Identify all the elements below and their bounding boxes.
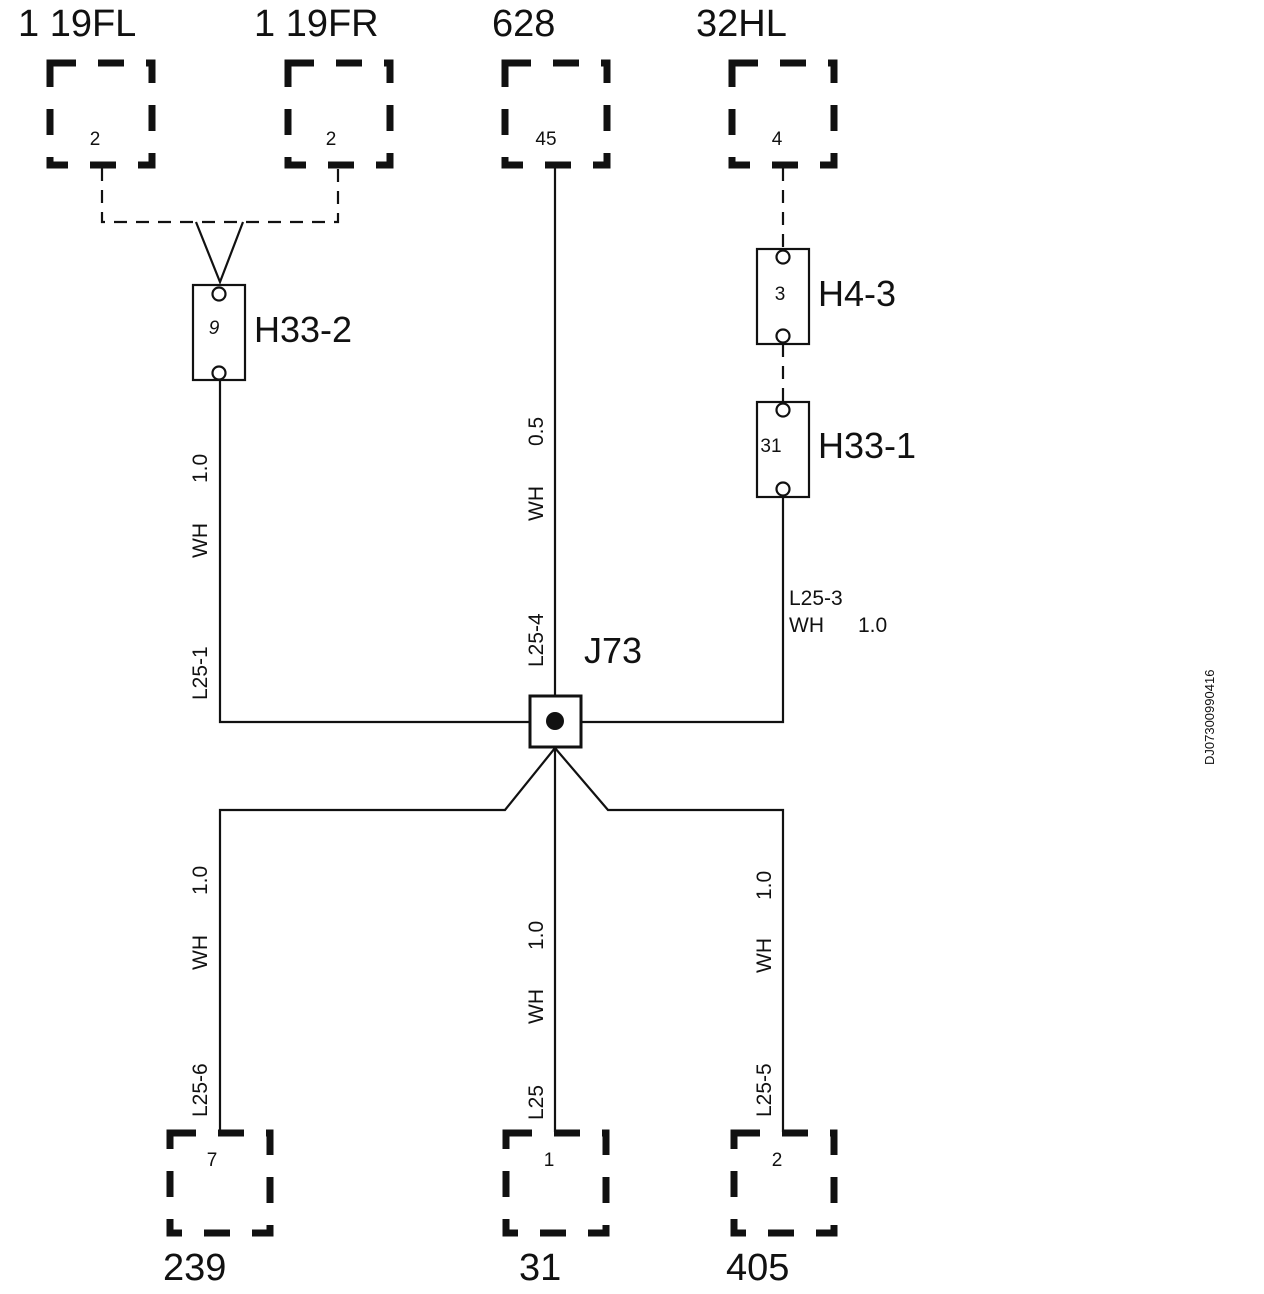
component-name: 1 19FL xyxy=(18,3,136,45)
wire-l25-5[interactable] xyxy=(554,747,785,1132)
wire-color-label: WH xyxy=(189,523,212,558)
connector-hole xyxy=(775,481,791,497)
pin-number: 9 xyxy=(209,318,220,339)
connector-name: H33-2 xyxy=(254,309,352,350)
pin-number: 7 xyxy=(207,1150,218,1171)
component-32hl[interactable]: 32HL 4 xyxy=(696,3,838,169)
component-box xyxy=(284,59,394,169)
connector-h4-3[interactable]: 3 H4-3 xyxy=(755,247,896,346)
connector-hole xyxy=(775,402,791,418)
splice-name: J73 xyxy=(584,630,642,671)
component-box xyxy=(730,1129,838,1237)
component-name: 239 xyxy=(163,1247,226,1289)
wire-color-label: WH xyxy=(525,486,548,521)
component-box xyxy=(502,1129,610,1237)
wire-size-label: 1.0 xyxy=(858,614,887,637)
wire-l25-3[interactable] xyxy=(581,497,785,724)
wire-id-label: L25-4 xyxy=(525,613,548,667)
splice-dot xyxy=(546,712,564,730)
wire-color-label: WH xyxy=(789,614,824,637)
pin-number: 3 xyxy=(775,284,786,305)
wire-id-label: L25-5 xyxy=(753,1063,776,1117)
component-name: 1 19FR xyxy=(254,3,379,45)
component-box xyxy=(501,59,611,169)
component-239[interactable]: 7 239 xyxy=(163,1129,274,1289)
component-name: 31 xyxy=(519,1247,561,1289)
component-405[interactable]: 2 405 xyxy=(726,1129,838,1289)
wire-color-label: WH xyxy=(189,935,212,970)
component-box xyxy=(46,59,156,169)
component-name: 32HL xyxy=(696,3,787,45)
connector-body xyxy=(755,400,811,499)
connector-h33-1[interactable]: 31 H33-1 xyxy=(755,400,916,499)
pin-number: 2 xyxy=(772,1150,783,1171)
component-31[interactable]: 1 31 xyxy=(502,1129,610,1289)
pin-number: 4 xyxy=(772,129,783,150)
component-box xyxy=(166,1129,274,1237)
pin-number: 31 xyxy=(760,436,781,457)
splice-j73[interactable]: J73 xyxy=(528,630,642,749)
component-1-19fr[interactable]: 1 19FR 2 xyxy=(254,3,394,169)
connector-body xyxy=(755,247,811,346)
wire-id-label: L25-3 xyxy=(789,587,843,610)
connector-hole xyxy=(775,249,791,265)
wire-id-label: L25-1 xyxy=(189,646,212,700)
document-id: DJ07300990416 xyxy=(1202,670,1217,765)
component-1-19fl[interactable]: 1 19FL 2 xyxy=(18,3,156,169)
wire-l25-1[interactable] xyxy=(218,380,530,724)
wire-l25-6[interactable] xyxy=(218,747,556,1132)
connector-hole xyxy=(211,365,227,381)
wire-size-label: 1.0 xyxy=(525,921,548,950)
component-name: 405 xyxy=(726,1247,789,1289)
connector-hole xyxy=(211,286,227,302)
component-box xyxy=(728,59,838,169)
component-name: 628 xyxy=(492,3,555,45)
pin-number: 2 xyxy=(90,129,101,150)
wire-id-label: L25 xyxy=(525,1085,548,1120)
wire-size-label: 1.0 xyxy=(189,866,212,895)
wire-color-label: WH xyxy=(753,938,776,973)
dashed-wire-fl-fr xyxy=(100,168,340,224)
connector-name: H33-1 xyxy=(818,425,916,466)
connector-h33-2[interactable]: 9 H33-2 xyxy=(191,283,352,382)
wire-color-label: WH xyxy=(525,989,548,1024)
connector-name: H4-3 xyxy=(818,273,896,314)
wire-size-label: 0.5 xyxy=(525,417,548,446)
wire-id-label: L25-6 xyxy=(189,1063,212,1117)
splice-box xyxy=(528,694,583,749)
pin-number: 2 xyxy=(326,129,337,150)
wire-size-label: 1.0 xyxy=(189,454,212,483)
wire-merge-to-h33-2 xyxy=(194,221,245,286)
wire-size-label: 1.0 xyxy=(753,871,776,900)
connector-hole xyxy=(775,328,791,344)
pin-number: 1 xyxy=(544,1150,555,1171)
pin-number: 45 xyxy=(535,129,556,150)
component-628[interactable]: 628 45 xyxy=(492,3,611,169)
